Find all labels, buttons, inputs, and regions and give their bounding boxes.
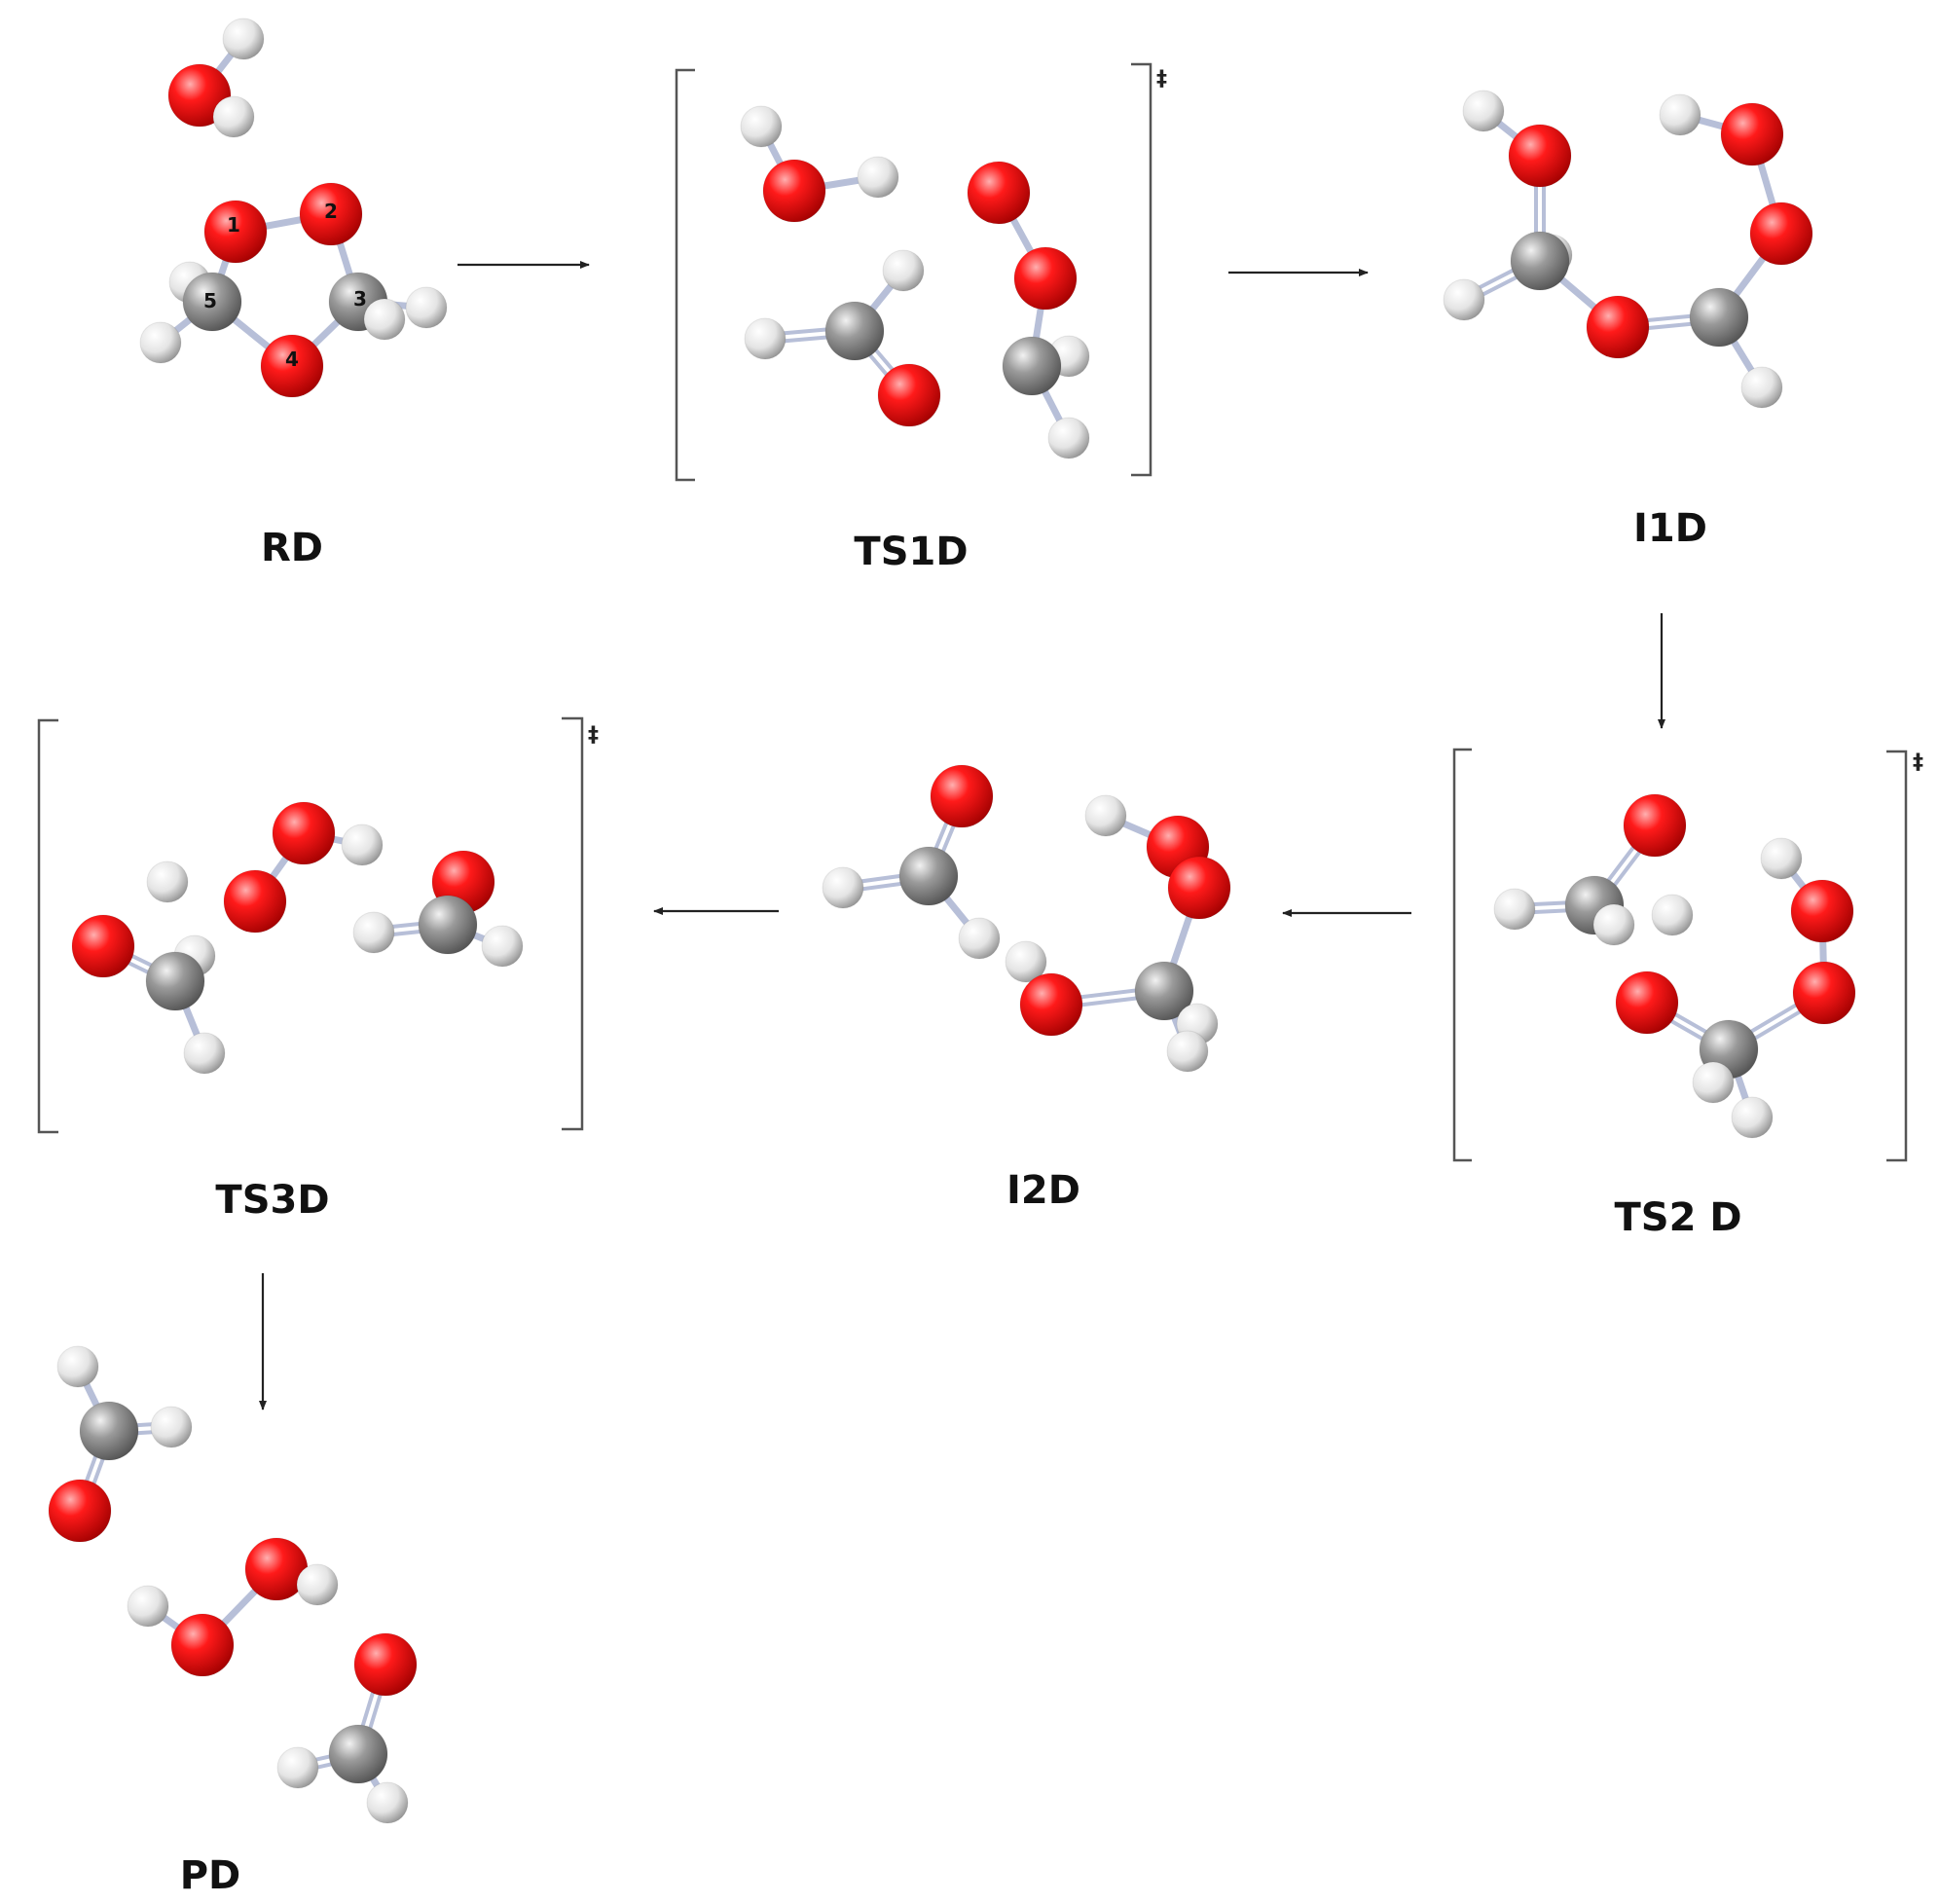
oxygen-atom [1792, 961, 1856, 1025]
hydrogen-atom [882, 249, 925, 292]
label-pd: PD [180, 1853, 241, 1898]
hydrogen-atom [1462, 90, 1505, 132]
label-rd: RD [261, 526, 323, 570]
oxygen-atom [71, 914, 135, 978]
ts2d-double-dagger: ‡ [1913, 751, 1923, 775]
hydrogen-atom [405, 286, 448, 329]
oxygen-atom [1013, 246, 1078, 311]
hydrogen-atom [1084, 794, 1127, 837]
ts2d-brackets [1452, 748, 1908, 1162]
oxygen-atom [1623, 793, 1687, 858]
hydrogen-atom [363, 298, 406, 341]
carbon-atom [824, 301, 885, 361]
hydrogen-atom [1651, 894, 1694, 936]
oxygen-atom [877, 363, 941, 427]
hydrogen-atom [822, 866, 864, 909]
carbon-atom [182, 272, 242, 332]
hydrogen-atom [150, 1406, 193, 1448]
molecule-ts3d [71, 801, 524, 1075]
hydrogen-atom [183, 1032, 226, 1075]
label-i2d: I2D [1006, 1168, 1080, 1213]
carbon-atom [1134, 961, 1194, 1021]
label-ts2d: TS2 D [1614, 1195, 1741, 1240]
hydrogen-atom [1493, 888, 1536, 931]
hydrogen-atom [1692, 1061, 1735, 1104]
label-ts1d: TS1D [854, 530, 968, 574]
hydrogen-atom [740, 105, 783, 148]
hydrogen-atom [341, 824, 384, 866]
oxygen-atom [1615, 970, 1679, 1035]
atom-number-3: 3 [353, 287, 367, 311]
oxygen-atom [930, 764, 994, 828]
atom-number-2: 2 [324, 200, 338, 223]
hydrogen-atom [958, 917, 1001, 960]
oxygen-atom [260, 334, 324, 398]
carbon-atom [898, 846, 959, 906]
hydrogen-atom [744, 317, 787, 360]
ts1d-double-dagger: ‡ [1156, 67, 1167, 92]
rd-atom-numbers: 1 2 3 4 5 [203, 200, 367, 371]
hydrogen-atom [1443, 278, 1485, 321]
hydrogen-atom [276, 1746, 319, 1789]
hydrogen-atom [1760, 837, 1803, 880]
hydrogen-atom [56, 1345, 99, 1388]
oxygen-atom [1508, 124, 1572, 188]
hydrogen-atom [1047, 417, 1090, 459]
carbon-atom [328, 1724, 388, 1784]
hydrogen-atom [212, 95, 255, 138]
ts3d-double-dagger: ‡ [588, 723, 599, 748]
oxygen-atom [762, 159, 826, 223]
oxygen-atom [1790, 879, 1854, 943]
carbon-atom [1689, 287, 1749, 348]
hydrogen-atom [857, 156, 899, 199]
oxygen-atom [203, 200, 268, 264]
oxygen-atom [1167, 856, 1231, 920]
hydrogen-atom [1005, 940, 1047, 983]
oxygen-atom [1720, 102, 1784, 166]
oxygen-atom [1586, 295, 1650, 359]
molecule-pd [48, 1345, 418, 1824]
hydrogen-atom [481, 925, 524, 968]
atom-number-1: 1 [227, 213, 240, 237]
ts1d-brackets [675, 62, 1152, 482]
hydrogen-atom [1740, 366, 1783, 409]
carbon-atom [79, 1401, 139, 1461]
hydrogen-atom [1731, 1096, 1774, 1139]
label-ts3d: TS3D [215, 1178, 329, 1223]
oxygen-atom [967, 161, 1031, 225]
carbon-atom [1510, 231, 1570, 291]
hydrogen-atom [352, 911, 395, 954]
oxygen-atom [170, 1613, 235, 1677]
hydrogen-atom [1166, 1030, 1209, 1073]
hydrogen-atom [222, 18, 265, 60]
atom-number-4: 4 [285, 348, 299, 371]
oxygen-atom [48, 1479, 112, 1543]
hydrogen-atom [1659, 93, 1701, 136]
molecule-ts1d [740, 105, 1090, 459]
carbon-atom [1002, 336, 1062, 396]
hydrogen-atom [127, 1585, 169, 1628]
atom-number-5: 5 [203, 289, 217, 312]
molecule-rd [139, 18, 448, 398]
ts3d-brackets [37, 716, 584, 1134]
oxygen-atom [223, 869, 287, 934]
oxygen-atom [299, 182, 363, 246]
hydrogen-atom [146, 860, 189, 903]
carbon-atom [418, 895, 478, 955]
carbon-atom [145, 951, 205, 1011]
molecule-ts2d [1493, 793, 1856, 1139]
molecule-i2d [822, 764, 1231, 1073]
hydrogen-atom [139, 321, 182, 364]
oxygen-atom [1019, 972, 1083, 1037]
label-i1d: I1D [1633, 506, 1707, 551]
oxygen-atom [272, 801, 336, 865]
hydrogen-atom [296, 1563, 339, 1606]
oxygen-atom [353, 1632, 418, 1697]
hydrogen-atom [366, 1781, 409, 1824]
hydrogen-atom [1592, 903, 1635, 946]
molecule-i1d [1443, 90, 1813, 409]
oxygen-atom [1749, 201, 1813, 266]
